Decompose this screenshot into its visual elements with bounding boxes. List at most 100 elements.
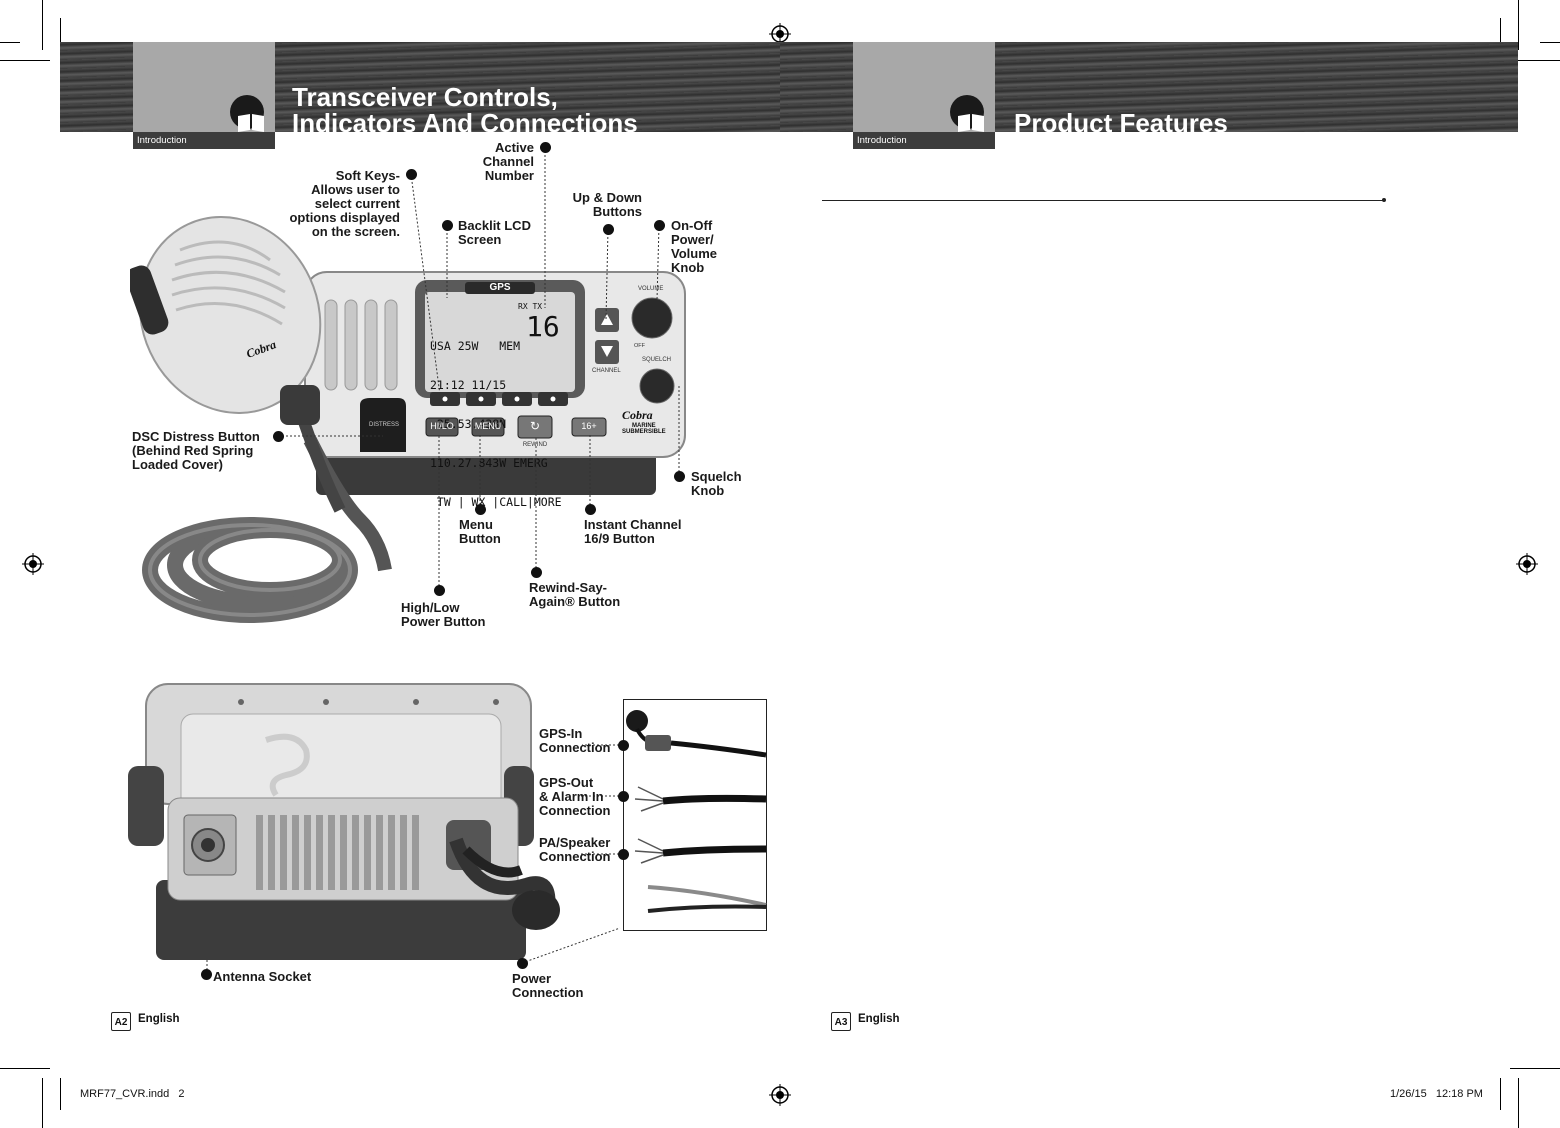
label-line: select current	[314, 196, 400, 211]
on-off-label: On-Off Power/ Volume Knob	[671, 219, 717, 275]
dsc-distress-label: DSC Distress Button (Behind Red Spring L…	[132, 430, 260, 472]
label-line: Connection	[539, 803, 611, 818]
label-line: Channel	[482, 154, 534, 169]
label-line: options displayed	[289, 210, 400, 225]
label-line: Allows user to	[311, 182, 400, 197]
label-line: (Behind Red Spring	[132, 443, 254, 458]
menu-button-label: Menu Button	[459, 518, 501, 546]
label-line: Button	[459, 531, 501, 546]
slug-file: MRF77_CVR.indd 2	[80, 1088, 185, 1100]
left-language: English	[138, 1013, 180, 1025]
label-line: on the screen.	[311, 224, 400, 239]
brand-sub: MARINE	[632, 423, 656, 429]
label-line: Active	[494, 140, 534, 155]
callout-dot	[531, 567, 542, 578]
label-line: Squelch	[691, 469, 742, 484]
callout-dot	[273, 431, 284, 442]
lcd-header-label: GPS	[489, 282, 511, 293]
book-icon	[958, 114, 984, 132]
registration-mark-icon	[769, 1084, 791, 1106]
right-language: English	[858, 1013, 900, 1025]
squelch-knob-label: Squelch Knob	[691, 470, 742, 498]
lcd-channel-number: 16	[526, 310, 560, 343]
label-line: On-Off	[671, 218, 713, 233]
lcd-line: TW | WX |CALL|MORE	[430, 495, 562, 509]
label-line: Rewind-Say-	[529, 580, 608, 595]
callout-dot	[618, 849, 629, 860]
label-line: GPS-Out	[539, 775, 594, 790]
slug-date: 1/26/15 12:18 PM	[1390, 1088, 1483, 1100]
callout-dot	[585, 504, 596, 515]
off-label: OFF	[634, 343, 645, 349]
label-line: Buttons	[592, 204, 642, 219]
callout-leaders	[206, 147, 680, 974]
lcd-line: 25.53.438N	[430, 417, 507, 431]
distress-label: DISTRESS	[368, 422, 399, 428]
backlit-lcd-label: Backlit LCD Screen	[458, 219, 531, 247]
left-title-line-1: Transceiver Controls,	[292, 82, 558, 112]
up-down-label: Up & Down Buttons	[560, 191, 642, 219]
callout-dot	[517, 958, 528, 969]
right-divider-rule	[822, 200, 1384, 201]
pa-speaker-label: PA/Speaker Connection	[539, 836, 611, 864]
label-line: & Alarm In	[539, 789, 604, 804]
book-icon	[238, 114, 264, 132]
cable-inset-illustration	[623, 699, 767, 931]
squelch-label: SQUELCH	[642, 357, 672, 363]
brand-name: Cobra	[622, 408, 653, 422]
right-page-title: Product Features	[1014, 108, 1228, 138]
rewind-caption: REWIND	[522, 442, 548, 448]
lcd-line: 110.27.843W EMERG	[430, 456, 548, 470]
instant-channel-label: Instant Channel 16/9 Button	[584, 518, 682, 546]
antenna-socket-label: Antenna Socket	[213, 969, 312, 984]
callout-dot	[674, 471, 685, 482]
label-line: DSC Distress Button	[132, 429, 260, 444]
callout-dot	[442, 220, 453, 231]
left-page-number: A2	[111, 1012, 131, 1031]
label-line: Soft Keys-	[335, 168, 400, 183]
callout-dot	[654, 220, 665, 231]
rewind-icon[interactable]: ↻	[529, 419, 541, 433]
label-line: High/Low	[401, 600, 460, 615]
callout-dot	[406, 169, 417, 180]
hi-lo-button[interactable]: HI/LO	[430, 421, 454, 431]
right-section-tag: Introduction	[853, 132, 995, 149]
label-line: Loaded Cover)	[132, 457, 224, 472]
radio-front-illustration	[130, 216, 686, 623]
high-low-label: High/Low Power Button	[401, 601, 486, 629]
right-page-number: A3	[831, 1012, 851, 1031]
right-divider-dot	[1382, 198, 1386, 202]
label-line: Instant Channel	[584, 517, 682, 532]
callout-dot	[475, 504, 486, 515]
label-line: Connection	[539, 740, 611, 755]
soft-keys-label: Soft Keys- Allows user to select current…	[270, 169, 400, 239]
menu-button[interactable]: MENU	[474, 421, 502, 431]
left-title-line-2: Indicators And Connections	[292, 108, 638, 138]
callout-dot	[618, 791, 629, 802]
callout-dot	[618, 740, 629, 751]
registration-mark-icon	[22, 553, 44, 575]
lcd-text: USA 25W MEM 21:12 11/15 25.53.438N 110.2…	[430, 314, 562, 522]
left-section-tag: Introduction	[133, 132, 275, 149]
label-line: Backlit LCD	[458, 218, 531, 233]
registration-mark-icon	[1516, 553, 1538, 575]
gps-in-label: GPS-In Connection	[539, 727, 611, 755]
label-line: Screen	[458, 232, 502, 247]
instant-16-button[interactable]: 16+	[581, 421, 597, 431]
label-line: Connection	[512, 985, 584, 1000]
label-line: Up & Down	[572, 190, 642, 205]
label-line: Volume	[671, 246, 717, 261]
label-line: Number	[484, 168, 534, 183]
active-channel-label: Active Channel Number	[462, 141, 534, 183]
label-line: Menu	[459, 517, 493, 532]
label-line: Again® Button	[529, 594, 621, 609]
label-line: Power/	[671, 232, 714, 247]
callout-dot	[603, 224, 614, 235]
lcd-line: USA 25W MEM	[430, 339, 521, 353]
rewind-label: Rewind-Say- Again® Button	[529, 581, 620, 609]
label-line: Power Button	[401, 614, 486, 629]
callout-dot	[201, 969, 212, 980]
radio-brand-logo: Cobra MARINE SUBMERSIBLE	[622, 408, 666, 435]
gps-out-label: GPS-Out & Alarm In Connection	[539, 776, 611, 818]
power-connection-label: Power Connection	[512, 972, 584, 1000]
